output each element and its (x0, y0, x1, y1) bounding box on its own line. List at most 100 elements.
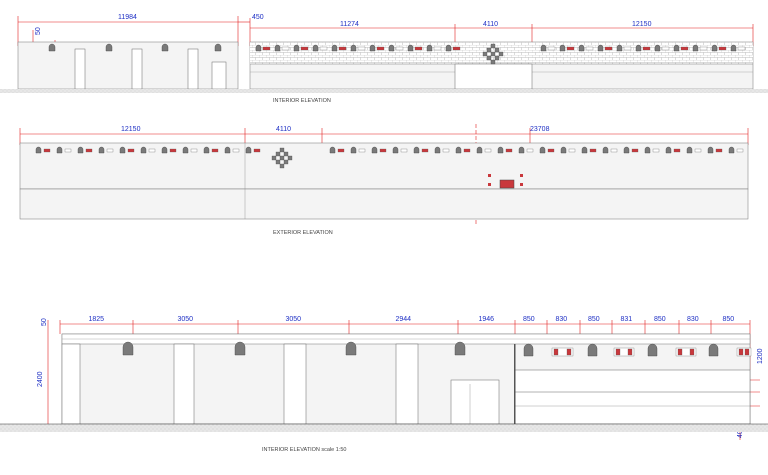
accent-tile (337, 148, 345, 153)
accent-tile (615, 348, 621, 356)
dim-bottom-top-label: 1946 (479, 316, 495, 323)
top-door-3 (187, 48, 199, 90)
accent-tile (484, 148, 492, 153)
accent-tile (211, 148, 219, 153)
accent-tile (699, 46, 708, 51)
accent-tile (232, 148, 240, 153)
arch-niche-icon (329, 146, 336, 154)
arch-niche-icon (635, 44, 642, 52)
dim-bottom-top-label: 3050 (286, 316, 302, 323)
accent-tile (526, 148, 534, 153)
dim-bottom-v-total: 2400 (37, 371, 44, 387)
tile-diamond-cell (279, 155, 285, 161)
arch-niche-icon (707, 146, 714, 154)
dim-top-seg-a: 11274 (340, 21, 359, 28)
bottom-arch-and-tile-motifs (122, 341, 752, 357)
arch-niche-icon (455, 146, 462, 154)
arch-niche-icon (312, 44, 319, 52)
top-door-2 (131, 48, 143, 90)
accent-tile (379, 148, 387, 153)
arch-niche-icon (331, 44, 338, 52)
accent-tile (694, 148, 702, 153)
arch-niche-icon (388, 44, 395, 52)
arch-niche-icon (407, 44, 414, 52)
bottom-end-pier (61, 343, 81, 425)
arch-niche-icon (728, 146, 735, 154)
accent-tile (421, 148, 429, 153)
arch-niche-icon (274, 44, 281, 52)
tile-diamond-cell (498, 51, 504, 57)
accent-tile (613, 347, 635, 357)
tile-diamond-cell (490, 59, 496, 65)
accent-tile (553, 348, 559, 356)
arch-niche-icon (35, 146, 42, 154)
arch-niche-icon (98, 146, 105, 154)
tile-diamond-cell (271, 155, 277, 161)
tile-diamond-cell (275, 151, 281, 157)
arch-niche-icon (122, 341, 134, 356)
accent-tile (566, 46, 575, 51)
dim-top-overall-left: 11984 (118, 14, 137, 21)
accent-tile (673, 148, 681, 153)
accent-tile (400, 148, 408, 153)
dim-ext-seg-a: 12150 (121, 126, 141, 133)
dim-bottom-top-label: 850 (654, 316, 666, 323)
accent-tile (718, 46, 727, 51)
exterior-elevation: 12150 4110 23708 EXTERIOR ELEVATION (19, 124, 749, 236)
accent-tile (169, 148, 177, 153)
accent-tile (551, 347, 574, 357)
arch-niche-icon (56, 146, 63, 154)
accent-tile (43, 148, 51, 153)
arch-niche-icon (445, 44, 452, 52)
arch-niche-icon (77, 146, 84, 154)
arch-niche-icon (518, 146, 525, 154)
accent-tile (262, 46, 271, 51)
arch-niche-icon (673, 44, 680, 52)
arch-niche-icon (140, 146, 147, 154)
dim-bottom-top-label: 830 (687, 316, 699, 323)
tile-diamond-cell (490, 43, 496, 49)
dim-ext-seg-c: 23708 (530, 126, 550, 133)
interior-elevation-bottom: 50 2400 2100 1200 400 400 400 1825305030… (0, 316, 768, 453)
arch-niche-icon (597, 44, 604, 52)
accent-tile (127, 148, 135, 153)
tile-diamond-cell (494, 47, 500, 53)
arch-niche-icon (245, 146, 252, 154)
accent-tile (376, 46, 385, 51)
accent-tile (677, 348, 683, 356)
dim-bottom-top-label: 831 (621, 316, 633, 323)
arch-niche-icon (559, 44, 566, 52)
accent-tile (744, 348, 750, 356)
dim-bottom-top-label: 850 (523, 316, 535, 323)
arch-niche-icon (182, 146, 189, 154)
arch-niche-icon (350, 44, 357, 52)
exterior-feature-panel (499, 179, 515, 189)
arch-niche-icon (497, 146, 504, 154)
arch-niche-icon (623, 146, 630, 154)
accent-tile (675, 347, 697, 357)
exterior-stone-plinth (19, 188, 749, 220)
arch-niche-icon (105, 43, 113, 52)
top-door-1 (74, 48, 86, 90)
accent-tile (715, 148, 723, 153)
accent-tile (652, 148, 660, 153)
arch-niche-icon (369, 44, 376, 52)
dim-bottom-top-label: 830 (556, 316, 568, 323)
bottom-ground-line (0, 424, 768, 432)
accent-tile (585, 46, 594, 51)
arch-niche-icon (426, 44, 433, 52)
tile-diamond-cell (287, 155, 293, 161)
bottom-counter-zone (514, 369, 751, 425)
accent-tile (64, 148, 72, 153)
accent-tile (395, 46, 404, 51)
accent-tile (433, 46, 442, 51)
arch-niche-icon (686, 146, 693, 154)
arch-niche-icon (708, 343, 719, 357)
dim-ext-seg-b: 4110 (276, 126, 291, 133)
arch-niche-icon (578, 44, 585, 52)
dim-top-seg-b: 4110 (483, 21, 498, 28)
arch-niche-icon (454, 341, 466, 356)
top-door-4 (211, 61, 227, 90)
accent-tile (610, 148, 618, 153)
arch-niche-icon (161, 146, 168, 154)
